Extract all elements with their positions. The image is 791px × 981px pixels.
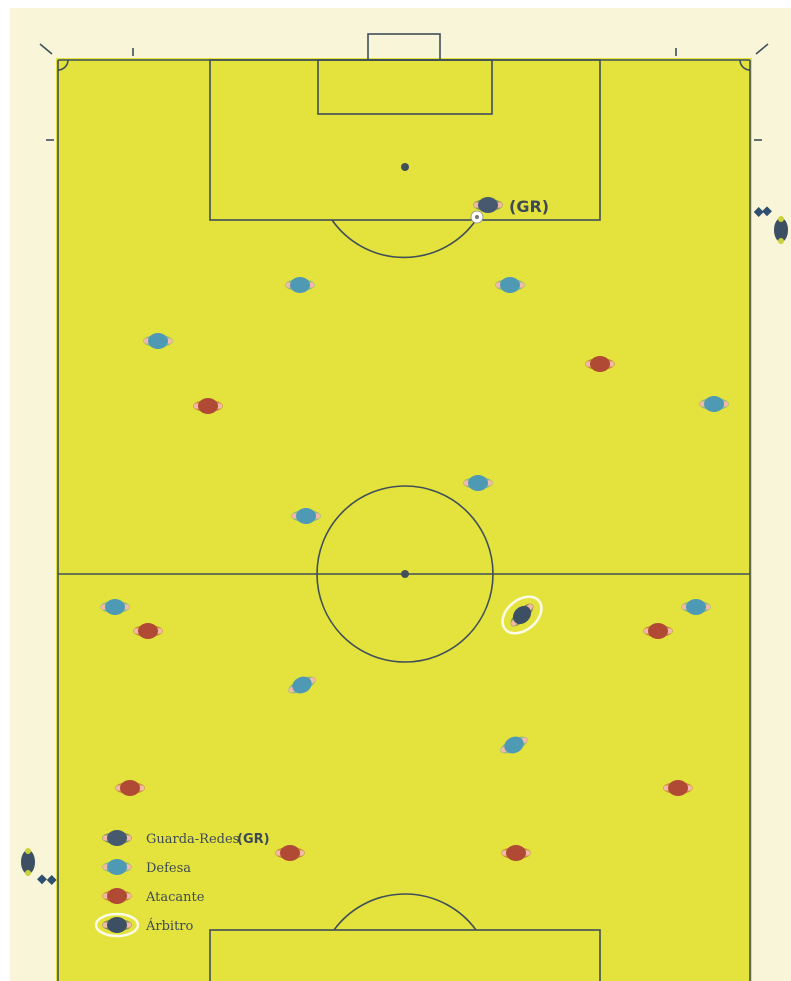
legend-goalkeeper-label: Guarda-Redes — [146, 832, 239, 847]
legend-referee-icon — [96, 914, 138, 936]
penalty-spot-top — [401, 163, 409, 171]
centre-spot — [401, 570, 409, 578]
legend-attacker-label: Atacante — [145, 890, 205, 905]
legend-goalkeeper-tag: (GR) — [237, 832, 270, 847]
ball-icon — [471, 211, 483, 223]
goalkeeper-tag: (GR) — [509, 197, 549, 216]
legend-defender-label: Defesa — [146, 861, 191, 876]
legend-referee-label: Árbitro — [145, 918, 194, 934]
